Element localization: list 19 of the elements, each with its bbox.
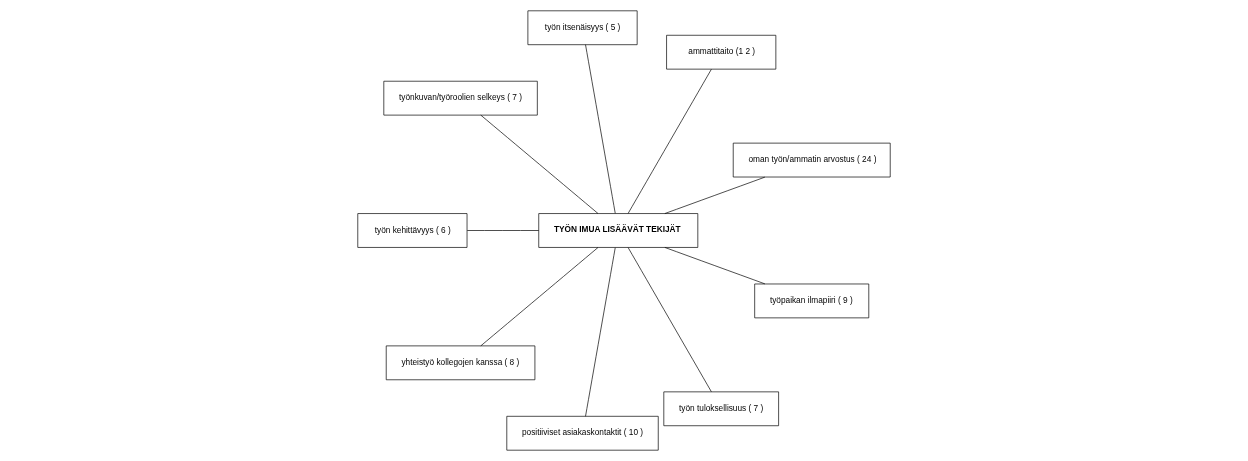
connector (664, 176, 766, 214)
connector (627, 68, 712, 214)
connector (480, 114, 599, 214)
connector (664, 247, 766, 285)
connector (466, 230, 540, 231)
connector (480, 247, 599, 347)
node-box: ammattitaito (1 2 ) (666, 34, 777, 70)
node-box: TYÖN IMUA LISÄÄVÄT TEKIJÄT (538, 213, 699, 248)
connector (585, 44, 616, 214)
node-box: oman työn/ammatin arvostus ( 24 ) (732, 142, 891, 178)
node-box: työpaikan ilmapiiri ( 9 ) (754, 283, 870, 319)
connector (585, 247, 616, 417)
node-box: työn tuloksellisuus ( 7 ) (663, 391, 779, 427)
node-box: positiiviset asiakaskontaktit ( 10 ) (506, 415, 659, 451)
node-box: työn itsenäisyys ( 5 ) (527, 10, 638, 46)
node-box: työnkuvan/työroolien selkeys ( 7 ) (383, 80, 538, 116)
node-box: yhteistyö kollegojen kanssa ( 8 ) (385, 345, 536, 381)
node-box: työn kehittävyys ( 6 ) (357, 213, 468, 248)
connector (627, 247, 712, 393)
